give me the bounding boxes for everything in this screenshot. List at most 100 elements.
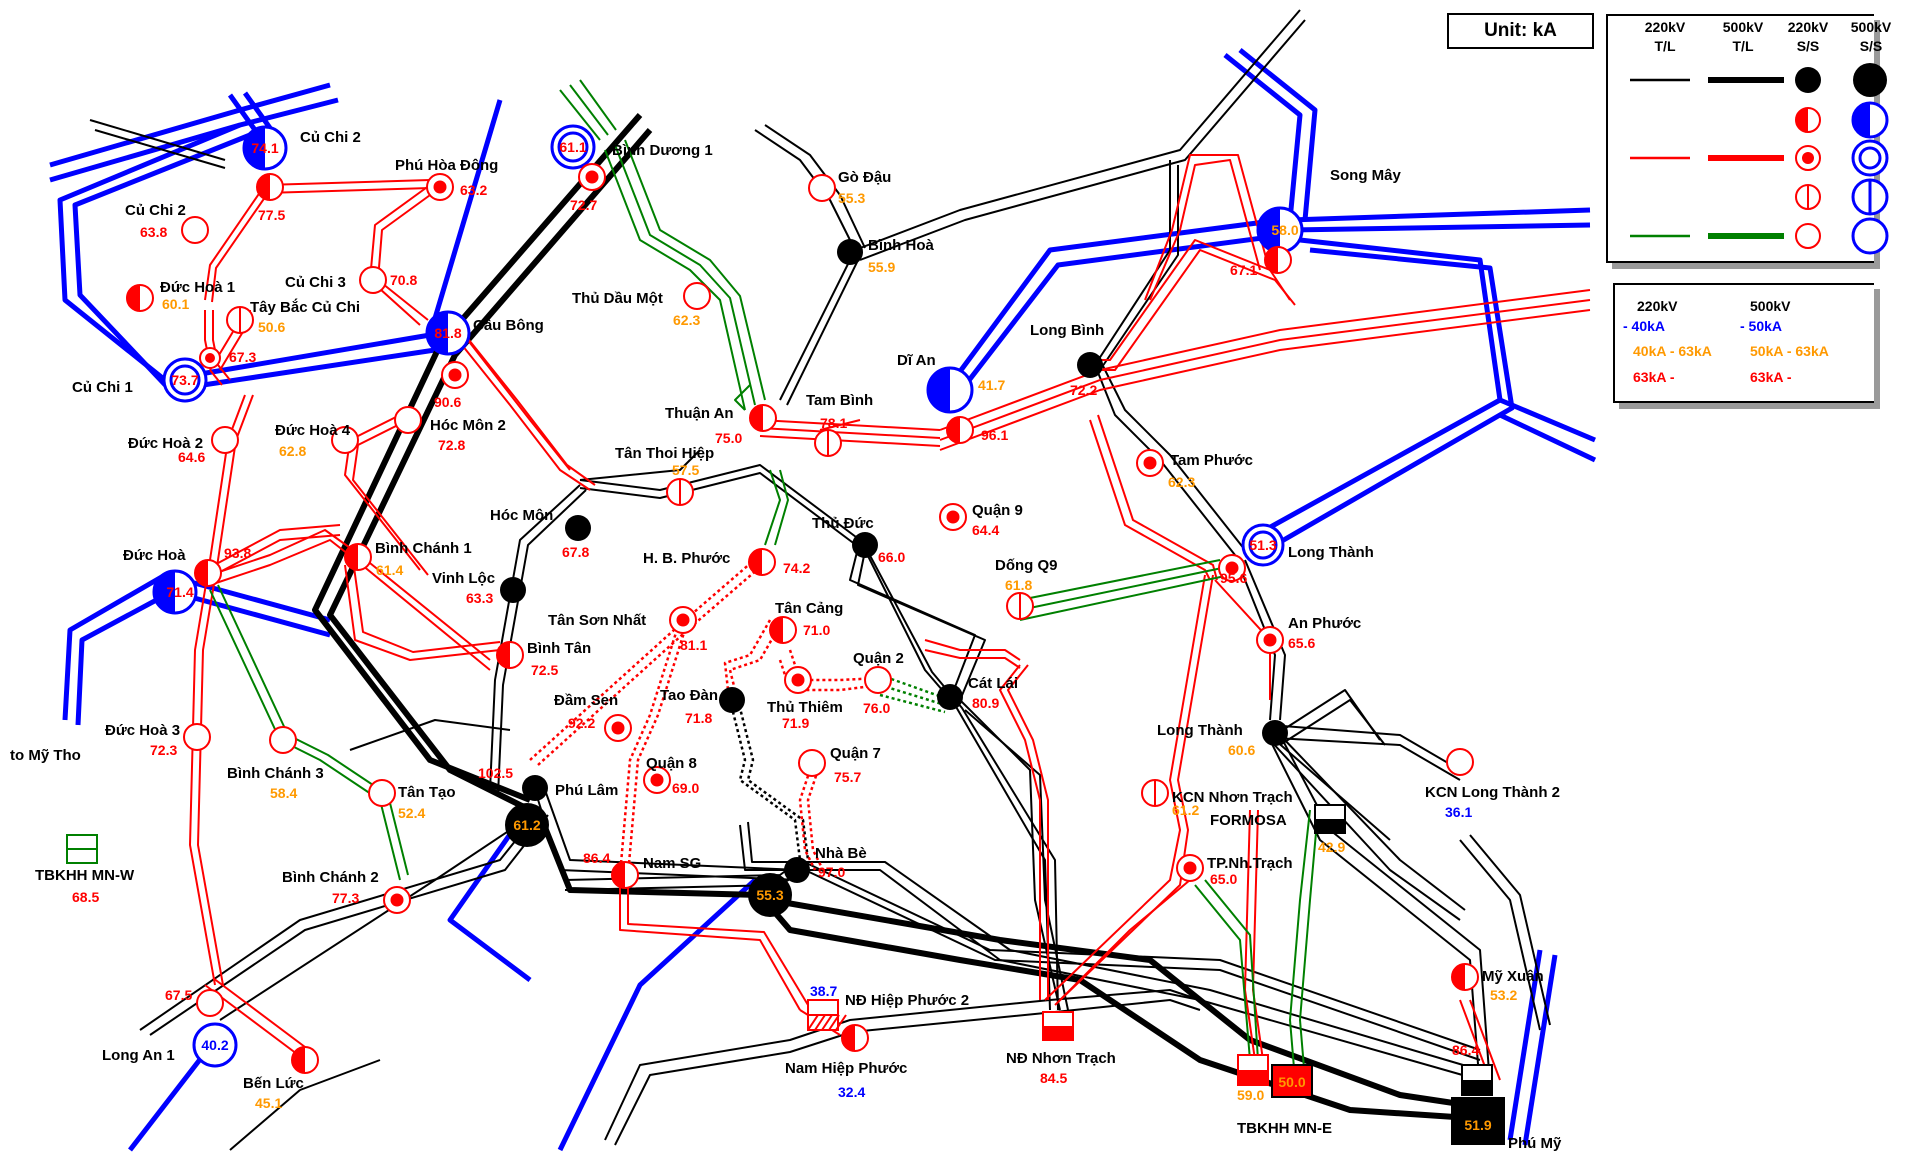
station-cu-chi-3 bbox=[359, 266, 387, 294]
station-tbkhh-mn-e-500-plant bbox=[1271, 1064, 1313, 1098]
station-go-dau bbox=[808, 174, 836, 202]
station-kcn-long-thanh-2 bbox=[1446, 748, 1474, 776]
station-nd-nhon-trach-plant bbox=[1042, 1011, 1074, 1041]
station-tbkhh-mn-w-label: TBKHH MN-W bbox=[35, 867, 135, 884]
station-cu-chi-2 bbox=[181, 216, 209, 244]
station-cu-chi-3-label: Củ Chi 3 bbox=[285, 274, 346, 291]
station-hb-phuoc-value: 74.2 bbox=[783, 560, 810, 576]
station-nam-sg-label: Nam SG bbox=[643, 855, 701, 872]
station-binh-hoa bbox=[837, 239, 863, 265]
station-an-phuoc bbox=[1256, 626, 1284, 654]
station-phu-hoa-dong bbox=[426, 173, 454, 201]
station-binh-hoa-label: Bình Hoà bbox=[868, 237, 934, 254]
station-quan-2 bbox=[864, 666, 892, 694]
station-tam-phuoc-label: Tam Phước bbox=[1170, 452, 1253, 469]
station-thuan-an bbox=[749, 404, 777, 432]
station-kcn-nhon-trach bbox=[1141, 779, 1169, 807]
station-duc-hoa-2-label: Đức Hoà 2 bbox=[128, 435, 203, 452]
scale-220kv-mid: 40kA - 63kA bbox=[1633, 343, 1712, 359]
station-long-binh bbox=[1077, 352, 1103, 378]
station-node-95-6 bbox=[1218, 554, 1246, 582]
station-tay-bac-cu-chi-label: Tây Bắc Củ Chi bbox=[250, 298, 360, 316]
station-duc-hoa-value-inside: 71.4 bbox=[166, 584, 193, 600]
station-long-thanh-500-label: Long Thành bbox=[1288, 544, 1374, 561]
station-ben-luc-label: Bến Lức bbox=[243, 1075, 304, 1092]
station-thu-dau-mot-label: Thủ Dầu Một bbox=[572, 290, 663, 307]
station-duc-hoa-4-label: Đức Hoà 4 bbox=[275, 422, 351, 439]
station-quan-9-value: 64.4 bbox=[972, 522, 999, 538]
station-tan-tao-label: Tân Tạo bbox=[398, 784, 456, 801]
station-nha-be-500 bbox=[748, 873, 792, 917]
station-to-my-tho-label: to Mỹ Tho bbox=[10, 747, 81, 764]
station-binh-chanh-2 bbox=[383, 886, 411, 914]
station-tam-phuoc-value: 62.3 bbox=[1168, 474, 1195, 490]
station-vinh-loc-value: 63.3 bbox=[466, 590, 493, 606]
station-cu-chi-1-label: Củ Chi 1 bbox=[72, 379, 133, 396]
station-phu-hoa-dong-label: Phú Hòa Đông bbox=[395, 157, 498, 174]
station-duc-hoa-2 bbox=[211, 426, 239, 454]
station-tbkhh-mn-w-value: 68.5 bbox=[72, 889, 99, 905]
station-duc-hoa-1-value: 60.1 bbox=[162, 296, 189, 312]
station-formosa-plant bbox=[1314, 804, 1346, 834]
station-node-67-5-value: 67.5 bbox=[165, 987, 192, 1003]
station-song-may-label: Song Mây bbox=[1330, 167, 1401, 184]
station-tbkhh-mn-e-value: 59.0 bbox=[1237, 1087, 1264, 1103]
station-dam-sen bbox=[604, 714, 632, 742]
station-tp-nh-trach-value: 65.0 bbox=[1210, 871, 1237, 887]
station-binh-duong-1-value-inside: 61.1 bbox=[559, 139, 586, 155]
station-phu-lam-value: 102.5 bbox=[478, 765, 513, 781]
station-tan-tao bbox=[368, 779, 396, 807]
station-duc-hoa-3-label: Đức Hoà 3 bbox=[105, 722, 180, 739]
station-tan-cang-value: 71.0 bbox=[803, 622, 830, 638]
station-binh-chanh-1 bbox=[344, 543, 372, 571]
station-long-thanh-500 bbox=[1241, 523, 1285, 567]
station-go-dau-label: Gò Đậu bbox=[838, 169, 891, 186]
station-quan-2-value: 76.0 bbox=[863, 700, 890, 716]
station-cat-lai-value: 80.9 bbox=[972, 695, 999, 711]
station-thu-thiem-value: 71.9 bbox=[782, 715, 809, 731]
station-phu-my-value-inside: 51.9 bbox=[1464, 1117, 1491, 1133]
station-nam-hiep-phuoc bbox=[841, 1024, 869, 1052]
station-go-dau-value: 55.3 bbox=[838, 190, 865, 206]
station-di-an-value: 41.7 bbox=[978, 377, 1005, 393]
station-duc-hoa-label: Đức Hoà bbox=[123, 547, 186, 564]
station-node-96-1-value: 96.1 bbox=[981, 427, 1008, 443]
station-node-90-6 bbox=[441, 361, 469, 389]
station-nam-hiep-phuoc-value: 32.4 bbox=[838, 1084, 865, 1100]
station-cau-bong-label: Cầu Bông bbox=[473, 317, 544, 334]
station-hb-phuoc-label: H. B. Phước bbox=[643, 550, 730, 567]
station-node-77-5 bbox=[256, 173, 284, 201]
station-tam-phuoc bbox=[1136, 449, 1164, 477]
station-cu-chi-2-500-value-inside: 74.1 bbox=[251, 140, 278, 156]
station-tan-cang bbox=[769, 616, 797, 644]
station-nd-nhon-trach-value: 84.5 bbox=[1040, 1070, 1067, 1086]
station-dong-q9 bbox=[1006, 592, 1034, 620]
station-duc-hoa-3 bbox=[183, 723, 211, 751]
station-thu-dau-mot bbox=[683, 282, 711, 310]
station-tan-son-nhat-value: 81.1 bbox=[680, 637, 707, 653]
station-long-thanh-500-value-inside: 51.3 bbox=[1249, 537, 1276, 553]
station-hb-phuoc bbox=[748, 548, 776, 576]
station-quan-7-value: 75.7 bbox=[834, 769, 861, 785]
station-duc-hoa bbox=[152, 569, 198, 615]
scale-500kv-mid: 50kA - 63kA bbox=[1750, 343, 1829, 359]
station-dam-sen-label: Đầm Sen bbox=[554, 692, 618, 709]
station-binh-chanh-2-label: Bình Chánh 2 bbox=[282, 869, 379, 886]
station-quan-7 bbox=[798, 749, 826, 777]
station-kcn-nhon-trach-value: 61.2 bbox=[1172, 802, 1199, 818]
station-duc-hoa-1 bbox=[126, 284, 154, 312]
station-long-an-1-value-inside: 40.2 bbox=[201, 1037, 228, 1053]
station-binh-chanh-2-value: 77.3 bbox=[332, 890, 359, 906]
station-thu-thiem bbox=[784, 666, 812, 694]
station-tp-nh-trach-label: TP.Nh.Trạch bbox=[1207, 855, 1293, 872]
station-song-may-value-inside: 58.0 bbox=[1271, 222, 1298, 238]
station-node-72-7-value: 72.7 bbox=[570, 197, 597, 213]
station-nha-be bbox=[784, 857, 810, 883]
scale-500kv-high: 63kA - bbox=[1750, 369, 1792, 385]
station-thu-duc-label: Thủ Đức bbox=[812, 515, 874, 532]
station-tbkhh-mn-w-plant bbox=[66, 834, 98, 864]
station-quan-7-label: Quận 7 bbox=[830, 745, 881, 762]
